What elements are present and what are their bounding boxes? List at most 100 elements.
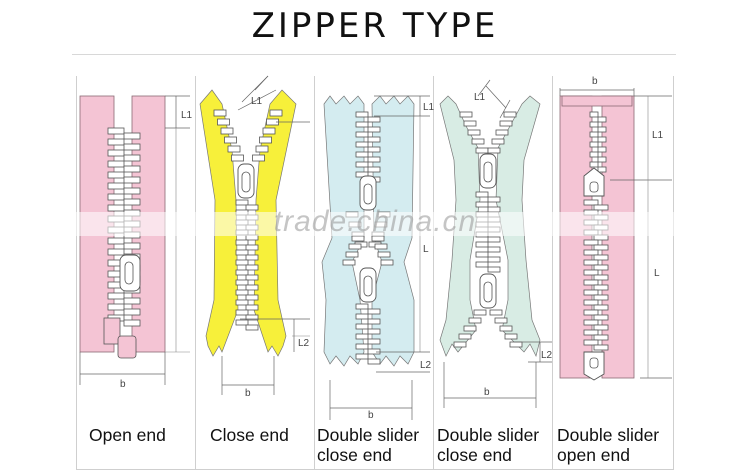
zipper-tooth [367,116,381,123]
zipper-tooth [463,325,477,332]
zipper-tooth [593,244,609,251]
zipper-tooth [593,274,609,281]
zipper-tooth [107,182,125,190]
zipper-tooth [593,284,609,291]
zipper-tooth [380,259,394,266]
zipper-tooth [597,156,607,163]
zipper-tooth [355,343,369,350]
zipper-tooth [593,314,609,321]
zipper-tooth [371,235,385,242]
dim-label: L1 [423,102,435,113]
zipper-tooth [487,266,501,273]
zipper-tooth [467,129,481,136]
zipper-tooth [495,129,509,136]
zipper-tooth [351,235,365,242]
zipper-tooth [597,126,607,133]
panel-divider [433,76,434,470]
dim-label: L1 [474,92,486,103]
zipper-tooth [107,292,125,300]
zipper-tooth [235,309,249,316]
zipper-tooth [583,239,599,246]
panel-divider [673,76,674,470]
zipper-tooth [123,242,141,250]
zipper-tooth [583,199,599,206]
dim-label: L1 [652,130,664,141]
zipper-tooth [123,143,141,151]
caption-double-slider-close-end: Double slider close end [317,425,420,465]
zipper-tooth [245,284,259,291]
double-slider-y-close-end-illustration: L1 L2 b [439,79,553,408]
zipper-tooth [367,166,381,173]
zipper-tooth [107,248,125,256]
zipper-tooth [224,136,237,144]
zipper-tooth [231,154,244,162]
dim-label: L [654,268,660,279]
zipper-tooth [367,136,381,143]
zipper-tooth [475,241,489,248]
zipper-tooth [468,317,482,324]
zipper-tooth [593,204,609,211]
dim-label: b [120,379,126,390]
zipper-tooth [367,348,381,355]
zipper-tooth [367,308,381,315]
zipper-tooth [367,318,381,325]
zipper-tooth [235,199,249,206]
zipper-tooth [355,353,369,360]
zipper-tooth [593,254,609,261]
zipper-tooth [245,314,259,321]
zipper-tooth [589,161,599,168]
zipper-tooth [245,204,259,211]
zipper-tooth [355,141,369,148]
zipper-tooth [107,171,125,179]
zipper-tooth [589,111,599,118]
zipper-tooth [235,239,249,246]
zipper-tooth [235,319,249,326]
zipper-tooth [245,294,259,301]
zipper-tooth [499,120,513,127]
watermark: trade.china.cn [273,205,477,238]
zipper-tooth [494,317,508,324]
zipper-tooth [123,297,141,305]
dim-label: b [245,388,251,399]
zipper-tooth [123,154,141,162]
caption-open-end: Open end [89,425,166,445]
zipper-tooth [123,176,141,184]
panel-divider [76,76,77,470]
zipper-tooth [593,344,609,351]
zipper-tooth [235,259,249,266]
zipper-tooth [107,204,125,212]
dim-label: L2 [298,338,310,349]
zipper-tooth [487,256,501,263]
zipper-tooth [355,313,369,320]
zipper-tooth [123,165,141,173]
dim-label: b [368,410,374,421]
zipper-tooth [593,304,609,311]
zipper-tooth [367,156,381,163]
zipper-tooth [262,127,276,135]
zipper-tooth [355,333,369,340]
zipper-tooth [107,237,125,245]
zipper-tooth [107,303,125,311]
zipper-tooth [213,109,227,117]
zipper-tooth [227,145,241,153]
zipper-tooth [504,333,518,340]
zipper-tooth [583,279,599,286]
dim-label: L [423,244,429,255]
zipper-tooth [487,196,501,203]
zipper-tooth [597,116,607,123]
zipper-tooth [355,303,369,310]
zipper-tooth [589,141,599,148]
panel-divider [314,76,315,470]
double-slider-open-end-illustration: b L1 L [559,76,672,381]
zipper-tooth [355,151,369,158]
zipper-tooth [245,264,259,271]
zipper-tooth [245,244,259,251]
dim-label: L2 [420,360,432,371]
zipper-tooth [235,269,249,276]
zipper-tooth [473,309,487,316]
caption-close-end: Close end [210,425,289,445]
zipper-tooth [597,136,607,143]
zipper-tooth [235,299,249,306]
zipper-tooth [217,118,230,126]
zipper-tooth [583,249,599,256]
